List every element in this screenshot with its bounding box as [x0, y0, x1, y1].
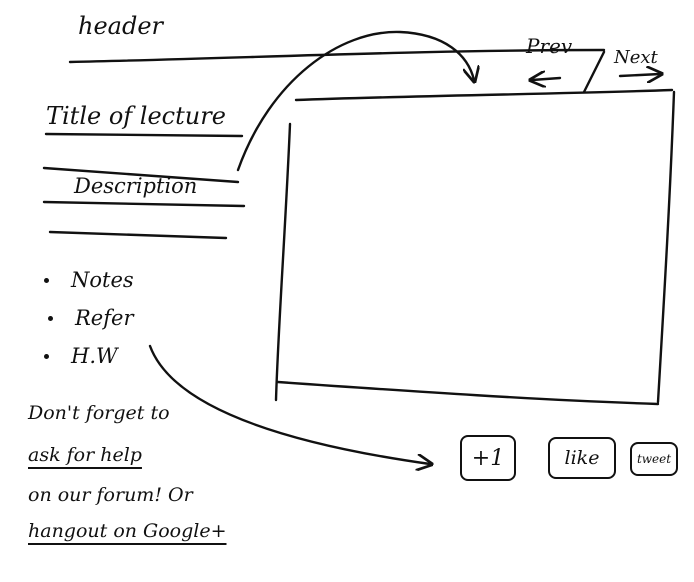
sidebar-item-label: Refer: [75, 306, 134, 330]
sidebar-item-notes[interactable]: Notes: [44, 262, 134, 298]
description-rule-bottom: [42, 200, 246, 208]
hw-to-social-arrow: [148, 344, 430, 464]
description-rule-top: [42, 166, 240, 184]
content-frame-left: [274, 122, 292, 402]
help-note-line: on our forum! Or: [28, 484, 193, 506]
plus-one-button[interactable]: +1: [460, 435, 516, 481]
lecture-title: Title of lecture: [46, 102, 226, 130]
hangout-link[interactable]: hangout on Google+: [28, 520, 227, 542]
nav-divider: [582, 50, 606, 94]
bullet-icon: [48, 315, 53, 321]
content-frame-right: [656, 90, 676, 404]
bullet-icon: [44, 353, 49, 359]
help-note-line: Don't forget to: [28, 402, 170, 424]
header-label: header: [78, 12, 164, 40]
sidebar-item-homework[interactable]: H.W: [44, 338, 134, 374]
prev-button[interactable]: Prev: [526, 34, 573, 58]
sidebar-item-label: H.W: [71, 344, 118, 368]
sidebar-links: Notes Refer H.W: [44, 262, 134, 374]
sidebar-item-references[interactable]: Refer: [44, 298, 134, 338]
next-button[interactable]: Next: [614, 47, 658, 68]
tweet-button[interactable]: tweet: [630, 442, 678, 476]
prev-arrow: [532, 78, 562, 80]
content-frame-top: [294, 88, 674, 102]
header-divider: [68, 48, 606, 64]
description-to-frame-arrow: [236, 30, 474, 172]
like-button[interactable]: like: [548, 437, 616, 479]
description-rule-extra: [48, 230, 228, 240]
bullet-icon: [44, 277, 49, 283]
title-underline: [44, 132, 244, 138]
help-link[interactable]: ask for help: [28, 444, 142, 466]
next-arrow: [618, 74, 660, 76]
lecture-description: Description: [74, 174, 198, 198]
sidebar-item-label: Notes: [71, 268, 134, 292]
content-frame-bottom: [276, 380, 660, 406]
